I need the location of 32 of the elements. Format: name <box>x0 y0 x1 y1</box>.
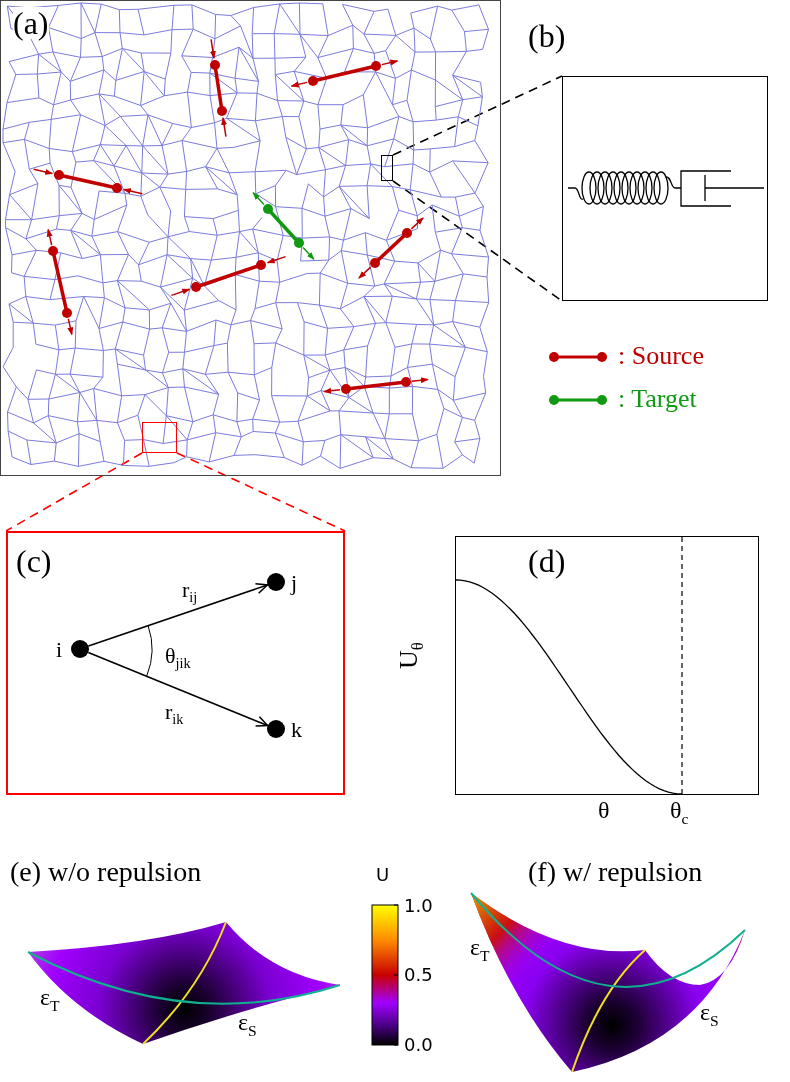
vertex-label: i <box>56 639 63 661</box>
zoom-guide-line <box>176 452 346 532</box>
zoom-region-box <box>142 422 177 453</box>
angle-label: θ$_{jik}$ <box>165 645 191 671</box>
axis-label: θ <box>598 798 610 822</box>
tick-label: θ$_{c}$ <box>670 798 689 827</box>
panel-label: (b) <box>528 20 566 52</box>
plot-frame <box>455 536 759 795</box>
vertex-label: k <box>291 719 302 741</box>
legend-label: : Source <box>618 343 704 369</box>
axis-label: ε$_{S}$ <box>700 1000 719 1029</box>
zoom-guide-line <box>392 180 563 302</box>
edge-label: r$_{ik}$ <box>165 701 184 727</box>
axis-label: ε$_{T}$ <box>470 935 490 964</box>
vector-arrow <box>87 651 269 727</box>
vector-arrow <box>87 583 269 647</box>
zoom-guide-line <box>392 75 563 156</box>
legend-label: : Target <box>618 386 697 412</box>
axis-label: ε$_{S}$ <box>238 1010 257 1039</box>
panel-title: (e) w/o repulsion <box>10 858 202 886</box>
panel-frame <box>6 531 345 795</box>
colorbar-tick-label: 1.0 <box>404 897 433 915</box>
zoom-region-box <box>381 155 393 181</box>
edge-label: r$_{ij}$ <box>182 578 198 605</box>
colorbar-tick-label: 0.5 <box>404 966 433 984</box>
zoom-guide-line <box>5 452 143 532</box>
colorbar-title: U <box>376 866 390 884</box>
vertex-label: j <box>291 572 298 594</box>
panel-title: (f) w/ repulsion <box>528 858 703 886</box>
colorbar-tick-label: 0.0 <box>404 1036 433 1054</box>
panel-label: (a) <box>13 7 49 39</box>
axis-label: ε$_{T}$ <box>40 985 60 1014</box>
